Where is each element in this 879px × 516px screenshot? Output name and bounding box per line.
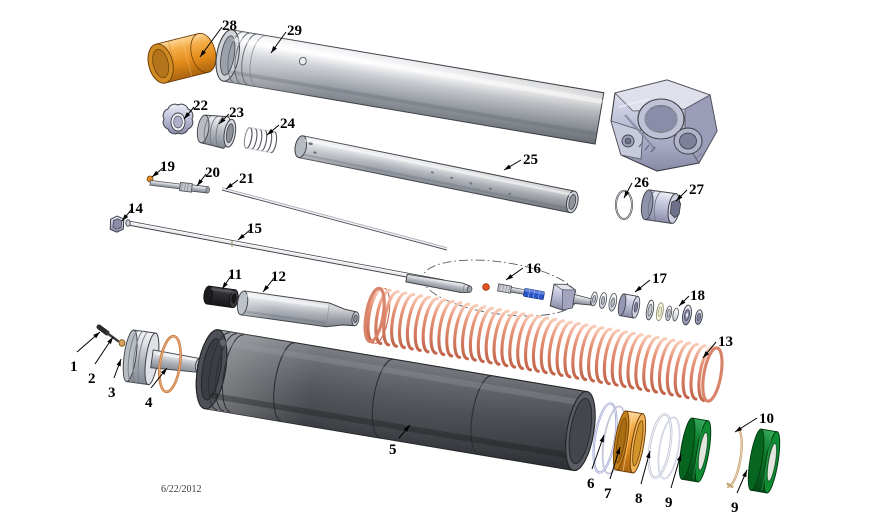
callout-bronze-guide-bushing: 7 bbox=[604, 486, 612, 502]
part-5-lower-fork-tube bbox=[195, 329, 596, 472]
leader-arrow-16 bbox=[506, 274, 513, 280]
part-23-top-cap-nut bbox=[196, 114, 237, 149]
callout-adjuster-rod: 20 bbox=[205, 165, 220, 181]
part-12-cartridge-body bbox=[236, 290, 360, 328]
part-28-upper-bushing bbox=[147, 32, 217, 84]
part-20-adjuster-rod bbox=[149, 180, 210, 194]
callout-spring-retainer-plate: 22 bbox=[193, 98, 208, 114]
date-stamp: 6/22/2012 bbox=[161, 484, 202, 495]
leader-arrow-24 bbox=[267, 128, 274, 135]
leader-arrow-19 bbox=[152, 170, 159, 177]
callout-dust-seal: 9 bbox=[731, 500, 739, 516]
part-25-inner-cartridge-tube bbox=[294, 135, 579, 214]
part-4-copper-o-ring bbox=[158, 334, 182, 394]
leader-arrow-20 bbox=[197, 179, 203, 186]
callout-bump-stop: 11 bbox=[228, 267, 243, 283]
callout-top-cap-nut: 23 bbox=[229, 105, 244, 121]
callout-lower-fork-tube: 5 bbox=[389, 442, 397, 458]
part-29-stanchion-tube bbox=[215, 29, 718, 172]
callout-adjuster-needle-tip: 19 bbox=[160, 159, 175, 175]
part-24-rebound-spring bbox=[243, 126, 278, 154]
part-9-oil-seal bbox=[678, 417, 712, 483]
part-18-piston-shim-stack bbox=[682, 304, 703, 326]
part-8-washer-spacer bbox=[647, 413, 681, 480]
leader-arrow-12 bbox=[263, 285, 270, 292]
callout-back-up-ring: 6 bbox=[587, 476, 595, 492]
leader-arrow-6 bbox=[599, 435, 604, 443]
leader-arrow-27 bbox=[676, 194, 683, 201]
part-3-compression-adjuster-body bbox=[122, 329, 205, 386]
part-22-spring-retainer-plate bbox=[162, 103, 194, 135]
leader-arrow-29 bbox=[271, 46, 277, 53]
leader-arrow-17 bbox=[635, 285, 642, 292]
part-10-retaining-circlip bbox=[726, 428, 743, 489]
callout-inner-cartridge-tube: 25 bbox=[523, 152, 538, 168]
leader-arrow-1 bbox=[93, 332, 100, 339]
part-11-bump-stop bbox=[203, 285, 239, 309]
callout-compression-adjuster-body: 3 bbox=[108, 385, 116, 401]
callout-push-rod: 21 bbox=[239, 171, 254, 187]
part-26-retaining-ring bbox=[615, 190, 633, 220]
leader-arrow-14 bbox=[122, 214, 129, 221]
leader-arrow-22 bbox=[184, 112, 191, 119]
part-9b-dust-seal bbox=[747, 428, 781, 494]
callout-washer: 2 bbox=[88, 371, 96, 387]
part-14-lock-nut bbox=[109, 215, 125, 233]
callout-compression-shim-stack: 17 bbox=[652, 271, 667, 287]
part-13-main-fork-spring bbox=[363, 286, 724, 403]
callout-lock-nut: 14 bbox=[128, 201, 143, 217]
callout-stanchion-tube-with-lower-clamp: 29 bbox=[287, 23, 302, 39]
part-1-bolt bbox=[96, 324, 120, 343]
leader-arrow-2 bbox=[107, 337, 113, 345]
callout-retaining-circlip: 10 bbox=[759, 411, 774, 427]
part-17-shim-stack bbox=[590, 291, 679, 322]
part-27-axle-cap bbox=[640, 189, 682, 224]
callout-bolt: 1 bbox=[70, 359, 78, 375]
callout-copper-o-ring: 4 bbox=[145, 395, 153, 411]
part-2-washer bbox=[118, 339, 126, 347]
callout-piston-shim-stack: 18 bbox=[690, 288, 705, 304]
callout-main-fork-spring: 13 bbox=[718, 334, 733, 350]
leader-arrow-5 bbox=[403, 425, 410, 432]
callout-upper-bushing: 28 bbox=[222, 18, 237, 34]
callout-retaining-ring: 26 bbox=[634, 175, 649, 191]
leader-arrow-9b bbox=[742, 470, 747, 478]
callout-oil-seal: 9 bbox=[665, 495, 673, 511]
callout-rebound-spring: 24 bbox=[280, 116, 295, 132]
lower-clamp-casting bbox=[610, 79, 718, 172]
leader-arrow-21 bbox=[226, 183, 233, 189]
leader-arrow-18 bbox=[679, 299, 686, 306]
part-21-push-rod bbox=[221, 187, 448, 251]
leader-arrow-3 bbox=[116, 359, 121, 367]
part-15-damper-rod bbox=[125, 219, 445, 285]
leader-arrow-26 bbox=[624, 190, 630, 198]
leader-arrow-8 bbox=[646, 451, 651, 459]
callout-washer-spacer: 8 bbox=[635, 491, 643, 507]
leader-arrow-7 bbox=[615, 447, 621, 455]
leader-arrow-15 bbox=[238, 233, 245, 240]
callout-cartridge-body: 12 bbox=[271, 269, 286, 285]
leader-arrow-13 bbox=[703, 351, 710, 358]
leader-arrow-28 bbox=[200, 50, 206, 57]
leader-arrow-11 bbox=[222, 281, 228, 289]
leader-arrow-4 bbox=[160, 368, 167, 375]
callout-rebound-adjuster-needle: 16 bbox=[526, 261, 541, 277]
leader-arrow-9 bbox=[676, 454, 682, 462]
leader-arrow-23 bbox=[219, 117, 226, 124]
callout-axle-pinch-bolt-cap: 27 bbox=[689, 182, 704, 198]
leader-lines bbox=[76, 26, 758, 494]
callout-damper-rod: 15 bbox=[247, 221, 262, 237]
leader-arrow-10 bbox=[735, 426, 743, 432]
leader-arrow-25 bbox=[504, 164, 512, 170]
